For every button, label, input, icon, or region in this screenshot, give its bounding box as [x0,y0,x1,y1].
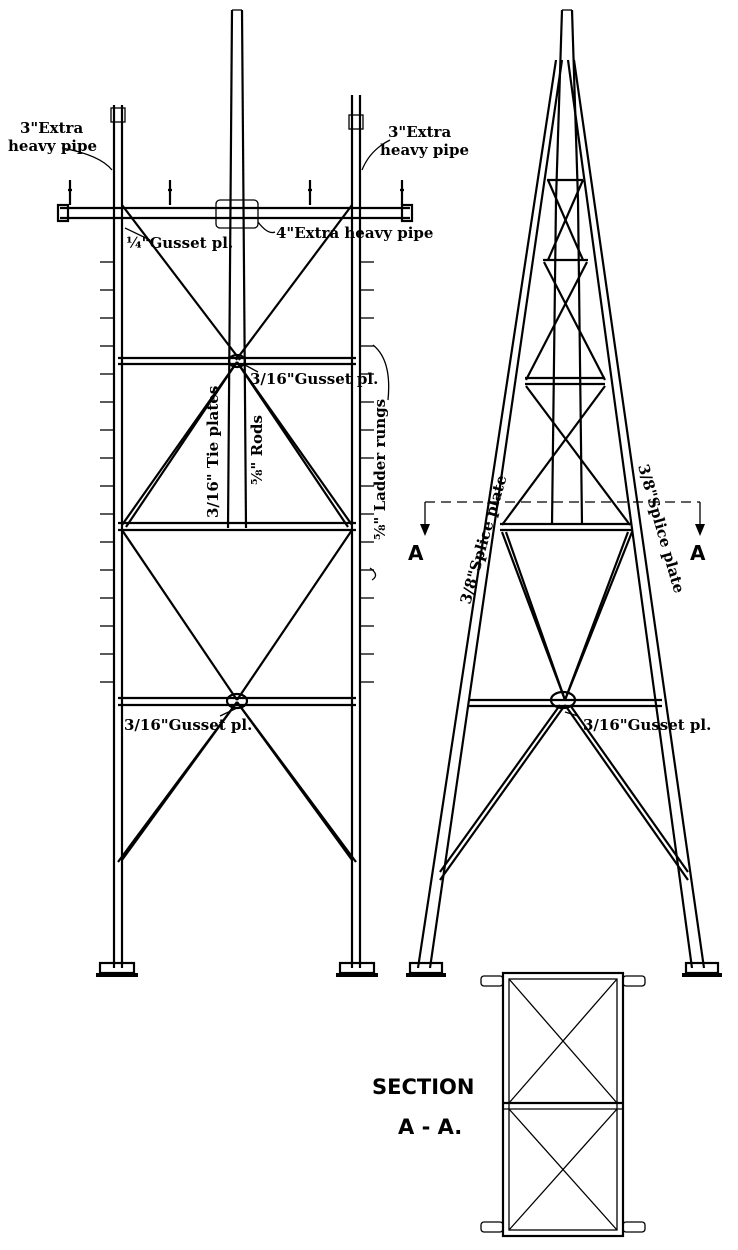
right-splice-label: 3/8"Splice plate [634,462,688,595]
section-title-line1: SECTION [372,1075,474,1099]
side-left-leg [416,59,564,969]
left-leg-pipe [110,105,126,968]
section-marker-right: A [690,541,706,565]
left-splice-label: 3/8"Splice plate [457,473,511,606]
rods-label: ⅝" Rods [248,415,266,485]
ladder-rungs-left [100,261,114,683]
mid-gusset-label: 3/16"Gusset pl. [250,370,378,388]
front-elevation: 3"Extra heavy pipe 3"Extra heavy pipe ¼"… [8,9,469,977]
top-gusset-label: ¼"Gusset pl. [126,234,233,252]
section-title-line2: A - A. [398,1115,462,1139]
side-right-leg [566,59,706,969]
left-base-plate [96,961,138,977]
side-leader-lines [564,711,579,717]
left-pipe-label-line2: heavy pipe [8,137,97,155]
right-base-plate [336,961,378,977]
ladder-rungs-right [360,261,374,683]
section-cut-line [420,501,705,536]
lower-gusset-label: 3/16"Gusset pl. [124,716,252,734]
side-diagonal-bracing [439,179,689,881]
horizontal-struts [118,356,356,707]
ladder-rungs-label: ⅝" Ladder rungs [371,399,389,540]
leader-lines [61,139,391,717]
right-pipe-label-line1: 3"Extra [388,123,451,141]
section-marker-left: A [408,541,424,565]
crossarm-label: 4"Extra heavy pipe [276,224,433,242]
diagonal-bracing [117,204,357,863]
tie-plates-label: 3/16" Tie plates [204,386,222,518]
top-mast [226,9,248,529]
right-pipe-label-line2: heavy pipe [380,141,469,159]
left-pipe-label-line1: 3"Extra [20,119,83,137]
section-outer-frame [501,971,625,1238]
side-gusset-label: 3/16"Gusset pl. [583,716,711,734]
side-left-base-plate [406,961,446,977]
section-view: SECTION A - A. [372,971,646,1238]
side-right-base-plate [682,961,722,977]
side-gusset [549,690,577,710]
cross-arm [56,180,414,229]
